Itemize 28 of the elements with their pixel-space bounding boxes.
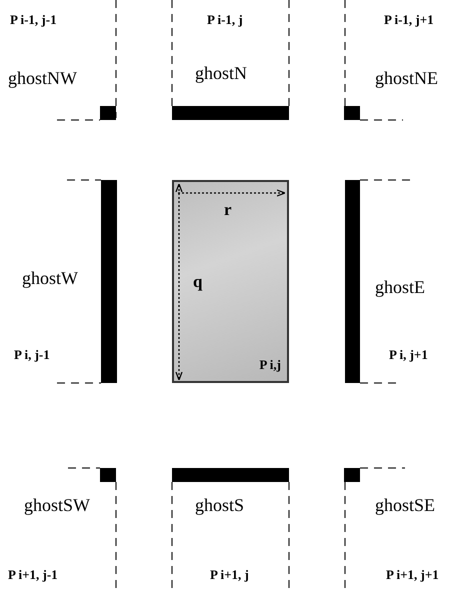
process-label: P i+1, j — [210, 567, 249, 583]
process-label: P i, j+1 — [389, 347, 428, 363]
ghost-region-label: ghostNW — [8, 68, 77, 89]
ghost-region-label: ghostW — [22, 268, 78, 289]
ghost-region-bar — [344, 468, 360, 482]
ghost-region-bar — [100, 468, 116, 482]
process-block — [172, 180, 289, 383]
ghost-region-bar — [101, 180, 117, 383]
process-label: P i, j-1 — [14, 347, 50, 363]
ghost-region-bar — [172, 468, 289, 482]
process-label: P i,j — [259, 357, 281, 373]
process-label: P i+1, j+1 — [386, 567, 439, 583]
ghost-region-bar — [345, 180, 360, 383]
ghost-region-bar — [344, 106, 360, 120]
dimension-label: r — [224, 200, 232, 220]
process-label: P i+1, j-1 — [8, 567, 58, 583]
ghost-region-label: ghostS — [195, 495, 244, 516]
ghost-region-label: ghostSE — [375, 495, 436, 516]
ghost-region-label: ghostN — [195, 63, 248, 84]
dimension-label: q — [193, 272, 202, 292]
ghost-region-label: ghostE — [375, 277, 426, 298]
ghost-region-bar — [100, 106, 116, 120]
process-label: P i-1, j — [207, 12, 243, 28]
ghost-region-label: ghostSW — [24, 495, 90, 516]
ghost-region-bar — [172, 106, 289, 120]
process-label: P i-1, j+1 — [384, 12, 434, 28]
process-label: P i-1, j-1 — [10, 12, 57, 28]
ghost-region-label: ghostNE — [375, 68, 438, 89]
